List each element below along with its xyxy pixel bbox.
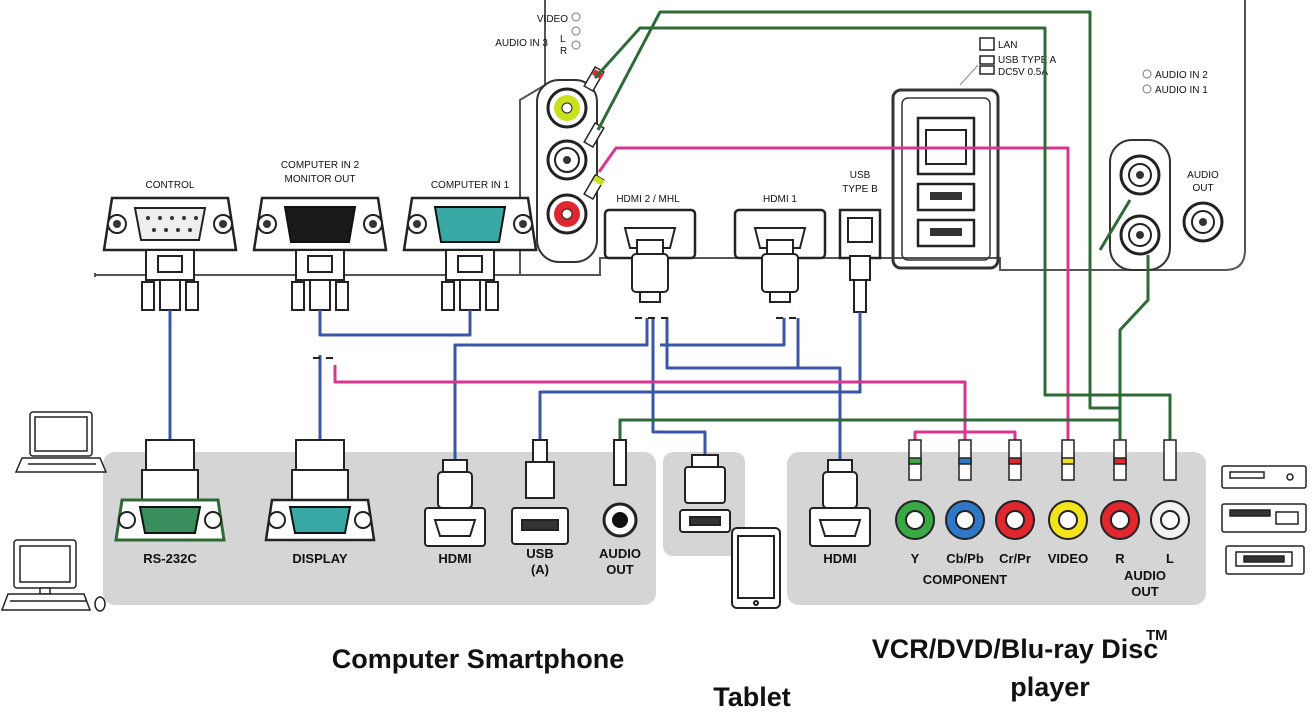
mhl-micro-usb-connector [679, 454, 731, 533]
player-label-line2: player [1010, 672, 1090, 702]
audio-in-1-label: AUDIO IN 1 [1155, 85, 1208, 96]
usb-type-b-label-2: TYPE B [842, 184, 878, 195]
desktop-computer-icon [0, 539, 106, 612]
lan-port [916, 116, 976, 176]
computer-in-2-label: COMPUTER IN 2 [281, 160, 360, 171]
computer-connection-panel [103, 452, 656, 605]
video-jack-label: VIDEO [537, 14, 568, 25]
audio-in-3-r-label: R [560, 46, 567, 57]
computer-usb-a-label: (A) [531, 562, 549, 577]
dvd-player-icon [1221, 503, 1307, 533]
computer-in-2-port [252, 196, 388, 252]
computer-in-1-plug [441, 249, 499, 311]
projector-audio-out-label-1: AUDIO [1187, 170, 1219, 181]
trademark-label: TM [1146, 627, 1168, 644]
control-port-label: CONTROL [146, 180, 195, 191]
computer-hdmi-connector [424, 459, 486, 547]
vcr-icon [1221, 465, 1307, 489]
tablet-label: Tablet [713, 682, 791, 712]
rs232c-label: RS-232C [143, 551, 197, 566]
bluray-player-icon [1225, 545, 1305, 575]
computer-in-1-port [402, 196, 538, 252]
hdmi2-mhl-label: HDMI 2 / MHL [616, 194, 680, 205]
component-y-label: Y [911, 551, 920, 566]
audio-in-jacks [1119, 154, 1161, 256]
av-audio-r-label: R [1115, 551, 1125, 566]
audio-in-legend-dots [1142, 69, 1152, 94]
projector-audio-out-jack [1182, 201, 1224, 243]
av-video-label: VIDEO [1048, 551, 1088, 566]
hdmi-plugs [631, 239, 799, 303]
rca-plugs [908, 439, 1177, 481]
computer-smartphone-label: Computer Smartphone [332, 644, 625, 674]
control-port [102, 196, 238, 252]
computer-usb-label: USB [526, 546, 553, 561]
usb-type-a-ports [916, 182, 976, 248]
rs232c-connector [114, 439, 226, 542]
monitor-out-label: MONITOR OUT [285, 174, 356, 185]
laptop-icon [14, 411, 108, 473]
usb-type-a-label: USB TYPE A [998, 55, 1057, 66]
av-legend-dots [571, 12, 581, 50]
computer-usb-connector [511, 439, 569, 545]
av-audio-l-label: L [1166, 551, 1174, 566]
lan-usb-legend [959, 37, 995, 86]
display-connector [264, 439, 376, 542]
usb-type-b-label-1: USB [850, 170, 871, 181]
usb-type-b-port [838, 208, 882, 313]
computer-in-1-label: COMPUTER IN 1 [431, 180, 510, 191]
hdmi1-label: HDMI 1 [763, 194, 797, 205]
lan-label: LAN [998, 40, 1017, 51]
computer-audio-out-label-2: OUT [606, 562, 634, 577]
usb-power-label: DC5V 0.5A [998, 67, 1048, 78]
component-cb-pb-label: Cb/Pb [946, 551, 984, 566]
cable-lines [168, 10, 1172, 460]
computer-hdmi-label: HDMI [438, 551, 471, 566]
computer-audio-out-label-1: AUDIO [599, 546, 641, 561]
av-hdmi-label: HDMI [823, 551, 856, 566]
player-label-line1: VCR/DVD/Blu-ray Disc [872, 634, 1159, 664]
display-label: DISPLAY [292, 551, 347, 566]
video-audio-in-3-jacks [546, 87, 588, 235]
control-plug [141, 249, 199, 311]
av-plug-markers [583, 65, 605, 201]
projector-audio-out-label-2: OUT [1192, 183, 1213, 194]
audio-in-3-l-label: L [560, 34, 566, 45]
av-connection-panel [787, 452, 1206, 605]
av-audio-out-label-1: AUDIO [1124, 568, 1166, 583]
av-hdmi-connector [809, 459, 871, 547]
tablet-icon [731, 527, 781, 609]
rca-jacks [895, 500, 1190, 540]
computer-in-2-plug [291, 249, 349, 311]
computer-audio-out-connector [602, 439, 638, 538]
audio-in-3-label: AUDIO IN 3 [495, 38, 548, 49]
component-group-label: COMPONENT [923, 572, 1008, 587]
component-cr-pr-label: Cr/Pr [999, 551, 1031, 566]
audio-in-2-label: AUDIO IN 2 [1155, 70, 1208, 81]
av-audio-out-label-2: OUT [1131, 584, 1159, 599]
